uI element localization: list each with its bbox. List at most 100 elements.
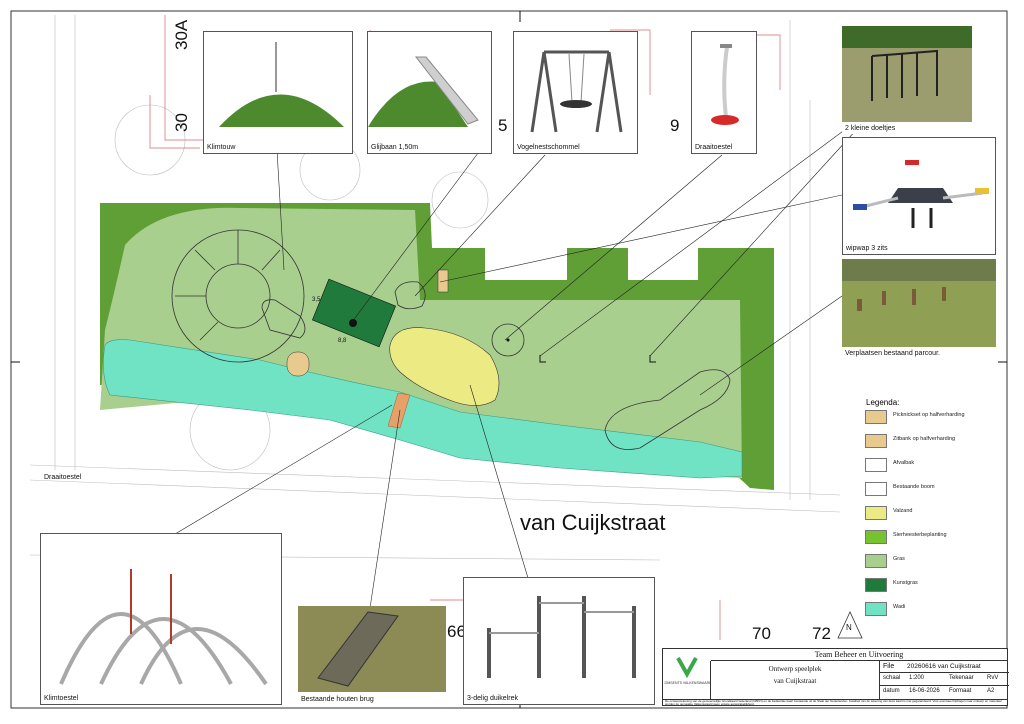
- leader-lines: [169, 119, 859, 609]
- klimtouw-icon: [219, 42, 344, 127]
- draaitoestel-icon: [711, 44, 739, 125]
- legend-swatch: [865, 530, 887, 544]
- legend-swatch: [865, 482, 887, 496]
- picknickset: [286, 351, 310, 377]
- sheet-border: [10, 10, 1008, 709]
- legend-label: Gras: [893, 556, 905, 562]
- legend-label: Sierheesterbeplanting: [893, 532, 947, 538]
- legend-item: Wadi: [865, 602, 975, 620]
- duikelrek-icon: [487, 596, 636, 678]
- tekenaar-value: RvV: [987, 675, 999, 681]
- photo-caption: Glijbaan 1,50m: [371, 144, 419, 151]
- legend-label: Wadi: [893, 604, 906, 610]
- legend-item: Gras: [865, 554, 975, 572]
- wadi-area: [103, 339, 743, 479]
- legend-item: Picknickset op halfverharding: [865, 410, 975, 428]
- wooden-bridge: [387, 392, 411, 429]
- legend-item: Afvalbak: [865, 458, 975, 476]
- dimension-length: 8,8: [338, 338, 347, 344]
- tree-circle: [491, 323, 525, 357]
- kunstgras-field: [311, 278, 397, 348]
- project-title-2: van Cuijkstraat: [773, 677, 817, 685]
- photo-vogelnest: Vogelnestschommel: [513, 31, 638, 154]
- photo-glijbaan: Glijbaan 1,50m: [367, 31, 492, 154]
- file-value: 20260616 van Cuijkstraat: [907, 663, 981, 670]
- photo-brug: Bestaande houten brug: [298, 606, 446, 705]
- formaat-label: Formaat: [949, 688, 972, 694]
- datum-label: datum: [883, 688, 900, 694]
- project-title-1: Ontwerp speelplek: [768, 665, 822, 673]
- legend-swatch: [865, 458, 887, 472]
- vogelnest-swing-icon: [530, 50, 623, 133]
- legend-label: Zitbank op halfverharding: [893, 436, 956, 442]
- legend-swatch: [865, 578, 887, 592]
- legend-item: Valzand: [865, 506, 975, 524]
- photo-wipwap: wipwap 3 zits: [842, 137, 996, 255]
- legend-swatch: [865, 434, 887, 448]
- wipwap-outline: [394, 281, 426, 310]
- brug-icon: [298, 606, 446, 692]
- legend-title: Legenda:: [866, 398, 900, 407]
- klimtoestel-icon: [59, 569, 268, 686]
- legend-swatch: [865, 410, 887, 424]
- house-number: 9: [670, 116, 680, 135]
- legend-item: Sierheesterbeplanting: [865, 530, 975, 548]
- legend-label: Kunstgras: [893, 580, 918, 586]
- zitbank: [437, 269, 449, 293]
- photo-caption: Klimtouw: [207, 144, 236, 151]
- house-number: 30: [172, 113, 191, 132]
- doeltjes-icon: [842, 26, 972, 122]
- photo-caption: wipwap 3 zits: [846, 245, 888, 252]
- wipwap-icon: [853, 160, 989, 228]
- photo-doeltjes: 2 kleine doeltjes: [842, 26, 972, 134]
- photo-caption: 3-delig duikelrek: [467, 695, 518, 702]
- legend-item: Kunstgras: [865, 578, 975, 596]
- tekenaar-label: Tekenaar: [949, 675, 974, 681]
- street-name: van Cuijkstraat: [520, 510, 666, 535]
- legend-swatch: [865, 602, 887, 616]
- photo-caption: Verplaatsen bestaand parcour.: [845, 350, 940, 357]
- photo-caption: Vogelnestschommel: [517, 144, 580, 151]
- formaat-value: A2: [987, 688, 995, 694]
- title-block-header: Team Beheer en Uitvoering: [711, 650, 1007, 661]
- photo-klimtouw: Klimtouw: [203, 31, 353, 154]
- klimtouw-hill: [171, 229, 305, 363]
- parcour-icon: [842, 259, 996, 347]
- house-number: 66: [447, 622, 466, 641]
- legend-label: Valzand: [893, 508, 913, 514]
- legend-label: Bestaande boom: [893, 484, 935, 490]
- file-label: File: [883, 663, 895, 670]
- house-number: 70: [752, 624, 771, 643]
- legend-label: Afvalbak: [893, 460, 915, 466]
- datum-value: 16-06-2026: [909, 688, 940, 694]
- house-number: 5: [498, 116, 508, 135]
- legend-swatch: [865, 554, 887, 568]
- house-number: 72: [812, 624, 831, 643]
- map-label-draaitoestel: Draaitoestel: [44, 474, 82, 481]
- disclaimer: De ontwerptekening van de gemeentelijke …: [665, 700, 1002, 706]
- legend-item: Bestaande boom: [865, 482, 975, 500]
- photo-draaitoestel: Draaitoestel: [691, 31, 757, 154]
- legend-swatch: [865, 506, 887, 520]
- valzand-area: [389, 327, 500, 406]
- north-indicator: N: [846, 623, 852, 632]
- title-block: Team Beheer en Uitvoering KOMSENTS VALKE…: [662, 648, 1009, 706]
- schaal-label: schaal: [883, 675, 901, 681]
- glijbaan-outline: [261, 299, 306, 339]
- house-number: 30A: [172, 19, 191, 50]
- photo-klimtoestel: Klimtoestel: [40, 533, 282, 705]
- logo-icon: KOMSENTS VALKENSWAARD: [664, 657, 710, 685]
- photo-duikelrek: 3-delig duikelrek: [463, 577, 655, 705]
- photo-caption: Draaitoestel: [695, 144, 733, 151]
- photo-caption: Bestaande houten brug: [301, 696, 374, 703]
- photo-caption: Klimtoestel: [44, 695, 79, 702]
- legend-label: Picknickset op halfverharding: [893, 412, 965, 418]
- svg-text:KOMSENTS VALKENSWAARD: KOMSENTS VALKENSWAARD: [664, 681, 710, 685]
- parcour-outline: [604, 369, 731, 450]
- dimension-width: 3,5: [312, 297, 321, 303]
- schaal-value: 1:200: [909, 675, 925, 681]
- photo-parcour: Verplaatsen bestaand parcour.: [842, 259, 996, 359]
- north-arrow-shape: [837, 611, 863, 639]
